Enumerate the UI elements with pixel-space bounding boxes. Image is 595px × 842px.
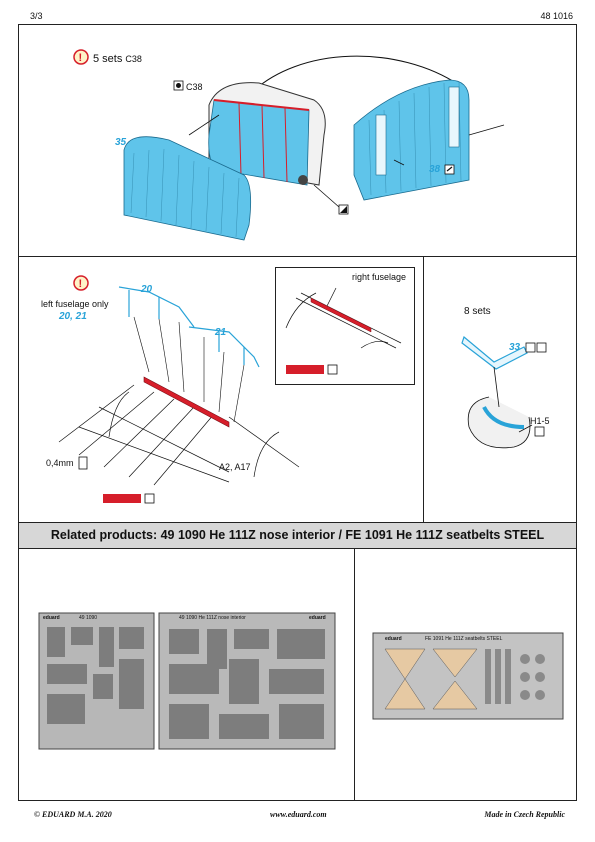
callout-code: C38 (186, 82, 203, 92)
sheet-b-brand: eduard (309, 615, 326, 621)
note-left-fuselage: left fuselage only (41, 299, 109, 309)
svg-text:!: ! (79, 52, 83, 64)
thickness-label: 0,4mm (46, 458, 74, 468)
footer-made-in: Made in Czech Republic (484, 810, 565, 819)
part-20: 20 (141, 284, 153, 295)
warning-icon (73, 49, 89, 65)
inset-title: right fuselage (352, 272, 407, 282)
sheet-a-brand: eduard (43, 615, 60, 621)
part-21: 21 (215, 327, 227, 338)
part-38: 38 (429, 164, 441, 175)
top-illustration: ! (73, 49, 505, 241)
svg-text:!: ! (79, 278, 83, 290)
panel-middle-right: 8 sets 33 H1-5 (423, 256, 577, 523)
part-h1-5: H1-5 (530, 416, 550, 426)
products-left-images (38, 612, 336, 750)
warning-icon (73, 275, 89, 291)
sheet-c-brand: eduard (385, 636, 402, 642)
page-number: 3/3 (30, 11, 43, 21)
panel-bottom-left: eduard 49 1090 49 1090 He 111Z nose inte… (18, 548, 355, 801)
part-33: 33 (509, 342, 521, 353)
sets-label: 5 sets C38 (93, 53, 142, 65)
sheet-b-title: 49 1090 He 111Z nose interior (179, 615, 246, 621)
panel-top: ! (18, 24, 577, 257)
inset-illustration (285, 287, 402, 375)
sets-8: 8 sets (464, 306, 491, 317)
related-products-bar: Related products: 49 1090 He 111Z nose i… (18, 522, 577, 549)
parts-note: 20, 21 (59, 311, 87, 322)
left-fuselage-illustration: ! (58, 275, 300, 504)
part-35: 35 (115, 137, 127, 148)
products-right-image (372, 632, 564, 720)
inset-right-fuselage: right fuselage (275, 267, 415, 385)
ref-label: A2, A17 (219, 462, 251, 472)
product-code: 48 1016 (540, 11, 573, 21)
seat-illustration (461, 335, 547, 449)
footer-url[interactable]: www.eduard.com (270, 810, 327, 819)
sheet-a-code: 49 1090 (79, 615, 98, 621)
panel-middle-left: ! (18, 256, 424, 523)
panel-bottom-right: eduard FE 1091 He 111Z seatbelts STEEL (354, 548, 577, 801)
footer-copyright: © EDUARD M.A. 2020 (34, 810, 112, 819)
sheet-c-title: FE 1091 He 111Z seatbelts STEEL (425, 636, 503, 642)
